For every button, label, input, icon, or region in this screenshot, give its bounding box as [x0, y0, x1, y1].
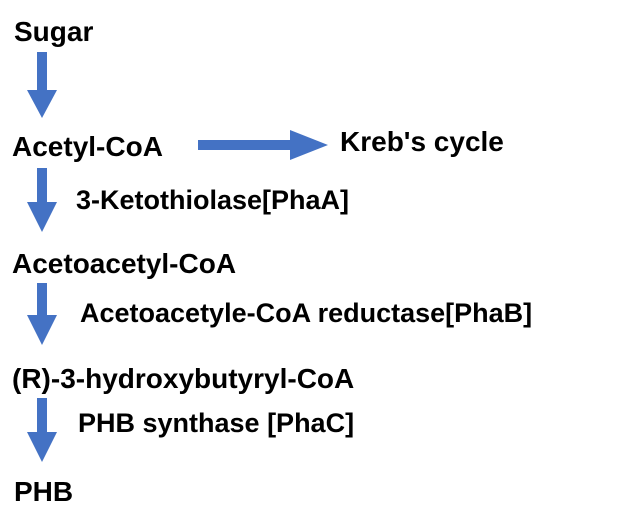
compound-acetyl-coa: Acetyl-CoA: [12, 131, 163, 162]
arrow-acetyl-coa-to-acetoacetyl-coa: [27, 168, 57, 232]
enzyme-pha-a: 3-Ketothiolase[PhaA]: [76, 185, 350, 215]
enzyme-pha-c: PHB synthase [PhaC]: [78, 408, 355, 438]
compound-acetoacetyl-coa: Acetoacetyl-CoA: [12, 248, 237, 279]
compound-phb: PHB: [14, 476, 74, 507]
arrow-acetyl-coa-to-krebs: [198, 130, 328, 160]
arrow-hydroxybutyryl-coa-to-phb: [27, 398, 57, 462]
enzyme-pha-b: Acetoacetyle-CoA reductase[PhaB]: [80, 298, 533, 328]
arrow-sugar-to-acetyl-coa: [27, 52, 57, 118]
arrow-acetoacetyl-coa-to-hydroxybutyryl-coa: [27, 283, 57, 345]
compound-hydroxybutyryl-coa: (R)-3-hydroxybutyryl-CoA: [12, 363, 355, 394]
compound-sugar: Sugar: [14, 16, 94, 47]
compound-krebs-cycle: Kreb's cycle: [340, 126, 504, 157]
